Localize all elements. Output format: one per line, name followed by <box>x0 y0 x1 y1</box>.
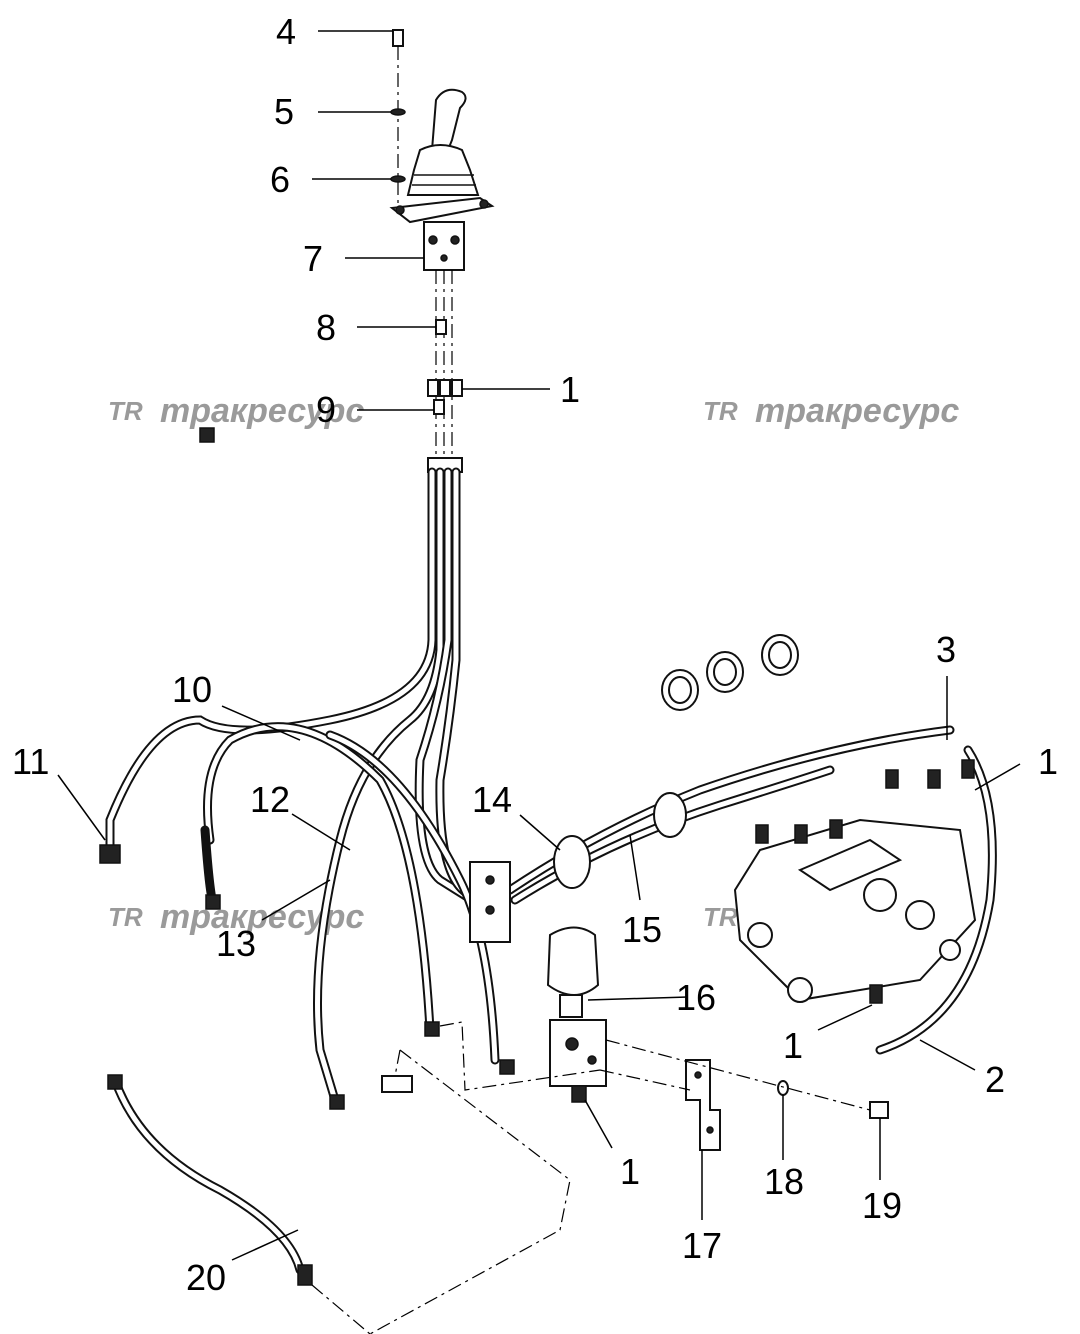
accumulator-assembly <box>381 926 607 1103</box>
callout-6: 6 <box>270 159 290 200</box>
bracket-assembly <box>685 1059 889 1151</box>
tee-fitting <box>381 1075 413 1093</box>
valve-port <box>450 235 460 245</box>
leader-lines <box>57 30 1021 1261</box>
alignment-lines <box>311 1021 871 1334</box>
callout-labels: 4 5 6 7 8 9 1 3 1 10 11 12 14 13 15 16 1… <box>12 11 1058 1298</box>
valve-fitting <box>829 819 843 839</box>
callout-1: 1 <box>560 369 580 410</box>
watermark-1: TR тракресурс <box>108 392 364 430</box>
callout-8: 8 <box>316 307 336 348</box>
callout-1: 1 <box>620 1151 640 1192</box>
watermark-text: тракресурс <box>160 392 364 430</box>
hose-sleeve <box>653 792 687 838</box>
hose-fitting <box>499 1059 515 1075</box>
watermark-logo: TR <box>108 902 143 932</box>
callout-13: 13 <box>216 923 256 964</box>
fitting-part <box>439 379 451 397</box>
accumulator <box>546 926 600 996</box>
hose-fitting <box>329 1094 345 1110</box>
bolt-part <box>869 1101 889 1119</box>
hose-fitting <box>199 427 215 443</box>
watermark-text: тракресурс <box>755 392 959 430</box>
watermark-logo: TR <box>703 396 738 426</box>
watermark-logo: TR <box>703 902 738 932</box>
callout-2: 2 <box>985 1059 1005 1100</box>
watermark-text: тракресурс <box>160 898 364 936</box>
washer-part <box>390 108 406 116</box>
pilot-valve-block <box>423 221 465 271</box>
callout-5: 5 <box>274 91 294 132</box>
callout-17: 17 <box>682 1225 722 1266</box>
hose-fitting <box>297 1264 313 1286</box>
callout-18: 18 <box>764 1161 804 1202</box>
fitting-part <box>433 399 445 415</box>
valve-fitting <box>794 824 808 844</box>
fitting-part <box>427 379 439 397</box>
clamp-block <box>469 792 687 943</box>
callout-9: 9 <box>316 389 336 430</box>
watermark-logo: TR <box>108 396 143 426</box>
fitting-part <box>451 379 463 397</box>
clamp-bracket <box>469 861 511 943</box>
hose-fitting <box>205 894 221 910</box>
hose-fitting <box>107 1074 123 1090</box>
washer-part <box>390 175 406 183</box>
hose-bundle <box>99 427 997 1286</box>
callout-10: 10 <box>172 669 212 710</box>
mounting-bracket <box>685 1059 721 1151</box>
washer-part <box>777 1080 789 1096</box>
block-fitting <box>571 1085 587 1103</box>
mounting-plate <box>389 196 495 224</box>
callout-11: 11 <box>12 741 49 782</box>
control-valve <box>733 759 977 1004</box>
joystick-assembly <box>389 29 495 473</box>
joystick-handle <box>430 88 467 151</box>
callout-12: 12 <box>250 779 290 820</box>
callout-3: 3 <box>936 629 956 670</box>
spare-rings <box>661 634 799 711</box>
callout-7: 7 <box>303 238 323 279</box>
callout-4: 4 <box>276 11 296 52</box>
callout-14: 14 <box>472 779 512 820</box>
boot-ribs <box>412 174 476 186</box>
valve-fitting <box>961 759 975 779</box>
valve-fitting <box>927 769 941 789</box>
valve-port <box>428 235 438 245</box>
plate-bolt <box>395 205 405 215</box>
watermark-2: TR тракресурс <box>703 392 959 430</box>
callout-20: 20 <box>186 1257 226 1298</box>
joystick-boot <box>406 144 480 196</box>
hose-fitting <box>424 1021 440 1037</box>
callout-15: 15 <box>622 909 662 950</box>
callout-16: 16 <box>676 977 716 1018</box>
bolt-part <box>392 29 404 47</box>
fitting-part <box>435 319 447 335</box>
hose-sleeve <box>553 835 591 889</box>
valve-fitting <box>755 824 769 844</box>
valve-fitting <box>869 984 883 1004</box>
callout-1: 1 <box>783 1025 803 1066</box>
hose-fitting <box>99 844 121 864</box>
plate-bolt <box>479 199 489 209</box>
valve-block <box>549 1019 607 1087</box>
callout-19: 19 <box>862 1185 902 1226</box>
callout-1: 1 <box>1038 741 1058 782</box>
valve-fitting <box>885 769 899 789</box>
valve-port <box>440 254 448 262</box>
